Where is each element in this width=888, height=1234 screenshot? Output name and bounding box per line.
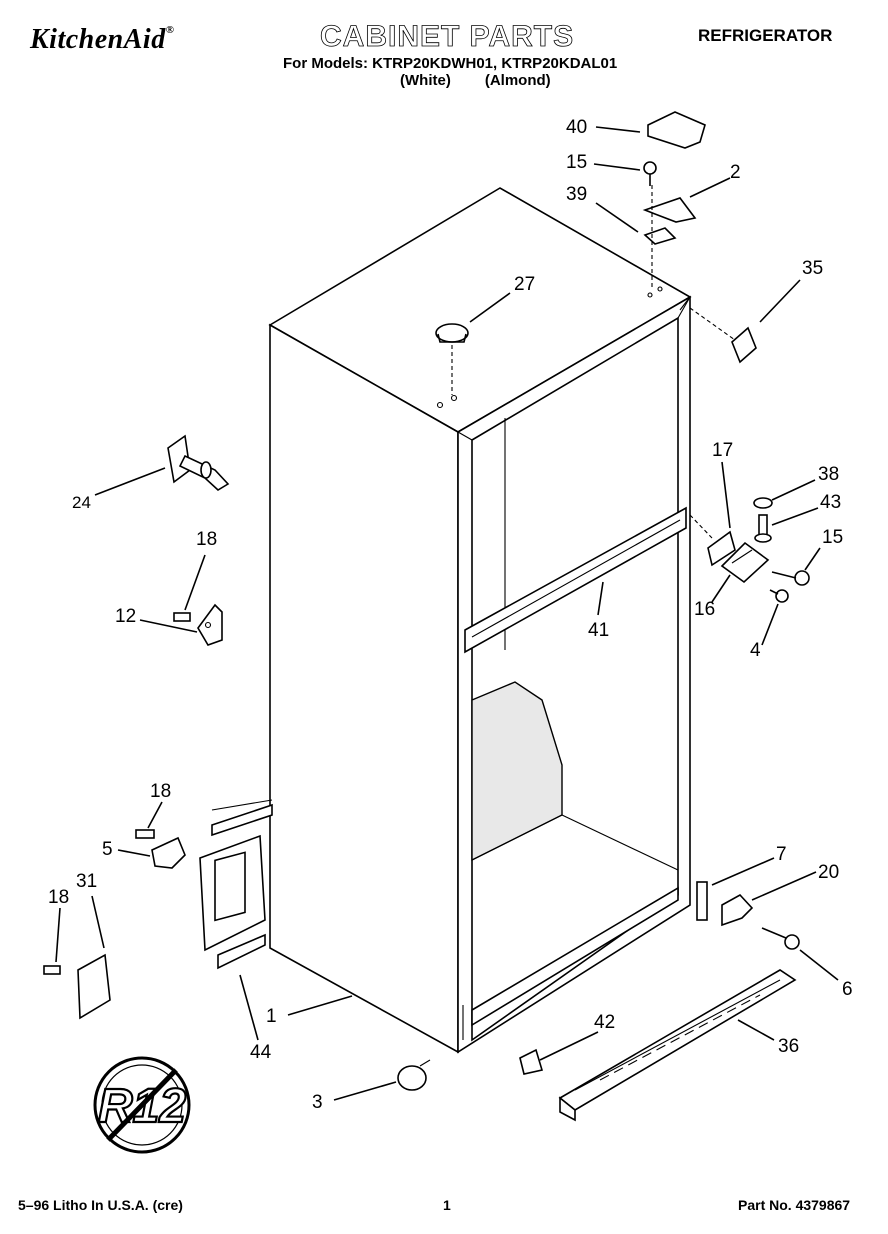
color-variants: (White) (Almond)	[400, 72, 660, 89]
callout-43: 43	[820, 492, 841, 513]
part-36-toe-grille	[558, 969, 797, 1122]
part-38-washer	[753, 497, 773, 509]
callout-6: 6	[842, 979, 853, 1000]
part-18-screw-left	[135, 829, 155, 839]
models-line: For Models: KTRP20KDWH01, KTRP20KDAL01	[283, 55, 618, 72]
part-40-hinge-cover	[647, 111, 706, 149]
page-title: CABINET PARTS	[320, 20, 575, 54]
callout-12: 12	[115, 606, 136, 627]
part-24-hinge-pin	[167, 434, 230, 491]
part-15-screw-right	[771, 570, 810, 586]
callout-5: 5	[102, 839, 113, 860]
callout-2: 2	[730, 162, 741, 183]
callout-24: 24	[72, 493, 91, 512]
part-2-top-hinge	[642, 197, 697, 223]
page-number: 1	[443, 1197, 451, 1213]
callout-38: 38	[818, 464, 839, 485]
variant-white: (White)	[400, 72, 451, 89]
part-12-bracket	[173, 603, 223, 646]
part-15-screw-top	[643, 161, 657, 186]
callout-44: 44	[250, 1042, 272, 1063]
callout-3: 3	[312, 1092, 323, 1113]
brand-name: KitchenAid	[30, 24, 166, 55]
cabinet-body	[268, 187, 692, 1054]
callout-18-upper: 18	[196, 529, 217, 550]
callout-41: 41	[588, 620, 609, 641]
part-31-cover	[43, 953, 111, 1020]
part-35-bracket	[731, 326, 757, 364]
r12-prohibited-badge: R12	[93, 1056, 191, 1154]
part-39-shim	[643, 227, 677, 245]
callout-1: 1	[266, 1006, 277, 1027]
part-20-hinge	[721, 893, 754, 927]
callout-7: 7	[776, 844, 787, 865]
callout-18-middle: 18	[150, 781, 171, 802]
part-7-bracket	[696, 881, 708, 921]
part-17-hinge-plate	[707, 530, 736, 567]
part-6-screw	[761, 927, 800, 950]
callout-20: 20	[818, 862, 839, 883]
leader-lines	[55, 126, 839, 1101]
registered-mark: ®	[165, 24, 175, 36]
callout-17: 17	[712, 440, 733, 461]
part-27-plug	[435, 323, 469, 395]
part-4-screw	[769, 589, 789, 603]
callout-40: 40	[566, 117, 587, 138]
part-3-leveler	[397, 1059, 431, 1091]
litho-info: 5–96 Litho In U.S.A. (cre)	[18, 1197, 183, 1213]
callout-31: 31	[76, 871, 97, 892]
callout-16: 16	[694, 599, 715, 620]
callout-15-right: 15	[822, 527, 843, 548]
part-16-lower-hinge	[720, 541, 770, 584]
appliance-category: REFRIGERATOR	[698, 26, 833, 45]
callout-42: 42	[594, 1012, 615, 1033]
callout-27: 27	[514, 274, 535, 295]
callout-35: 35	[802, 258, 823, 279]
part-42-clip	[519, 1048, 544, 1075]
callout-18-lower: 18	[48, 887, 69, 908]
callout-36: 36	[778, 1036, 799, 1057]
part-5-clip	[151, 836, 186, 869]
callout-15-top: 15	[566, 152, 587, 173]
brand-logo: KitchenAid®	[30, 24, 174, 56]
callout-labels: 40 15 2 39 27 35 24 18 12 17 38 43 15 16…	[48, 117, 853, 1113]
variant-almond: (Almond)	[484, 72, 551, 89]
part-44-side-plate	[199, 799, 273, 970]
callout-39: 39	[566, 184, 587, 205]
part-number: Part No. 4379867	[738, 1197, 851, 1213]
part-43-pin	[754, 514, 772, 543]
callout-4: 4	[750, 640, 761, 661]
